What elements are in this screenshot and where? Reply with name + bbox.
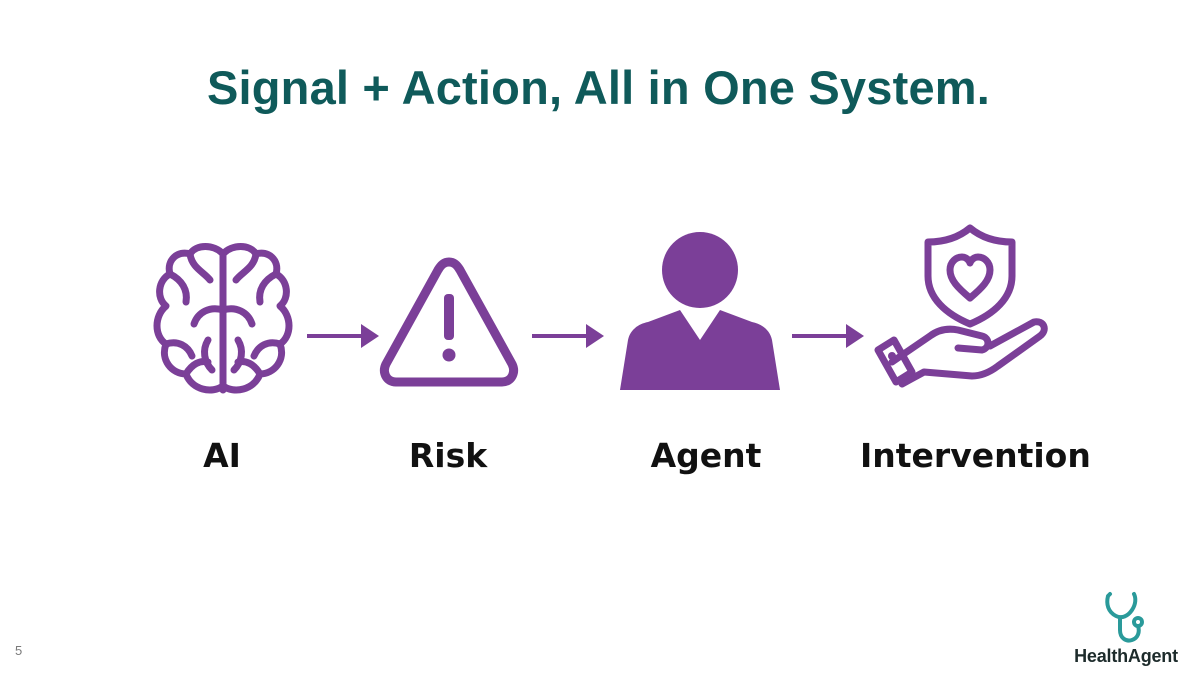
- step-label-ai: AI: [203, 436, 241, 475]
- arrow-right-icon: [532, 324, 604, 348]
- hand-heart-shield-icon: [874, 224, 1048, 388]
- step-label-risk: Risk: [408, 436, 488, 475]
- brain-icon: [153, 243, 293, 394]
- slide-number: 5: [15, 643, 23, 658]
- warning-triangle-icon: [379, 257, 519, 387]
- step-label-agent: Agent: [650, 436, 762, 475]
- step-label-intervention: Intervention: [860, 436, 1091, 475]
- arrow-right-icon: [792, 324, 864, 348]
- logo: HealthAgent: [1066, 590, 1186, 670]
- arrow-right-icon: [307, 324, 379, 348]
- logo-text: HealthAgent: [1074, 646, 1178, 666]
- stethoscope-icon: [1105, 592, 1144, 643]
- slide-title: Signal + Action, All in One System.: [206, 61, 991, 114]
- person-icon: [620, 232, 780, 390]
